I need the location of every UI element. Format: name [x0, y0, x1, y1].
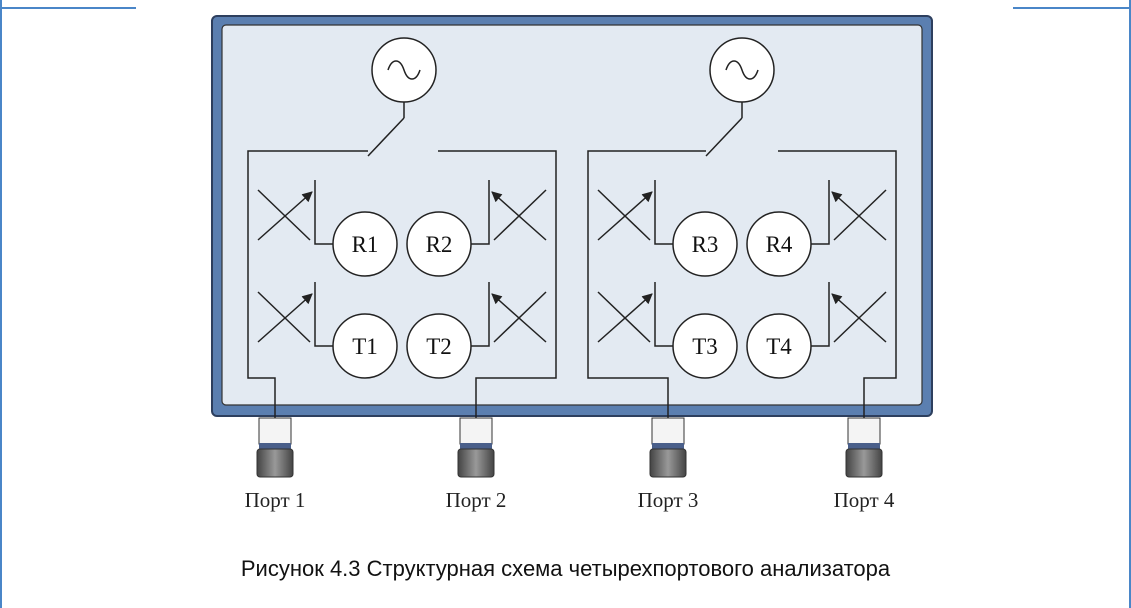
receiver-r2: R2	[406, 211, 472, 277]
svg-text:T4: T4	[766, 334, 792, 359]
receiver-t4: T4	[746, 313, 812, 379]
receiver-t3: T3	[672, 313, 738, 379]
analyzer-panel	[221, 24, 923, 406]
left-signal-network	[247, 102, 557, 420]
right-signal-network	[587, 102, 897, 420]
receiver-t2: T2	[406, 313, 472, 379]
port-label-3: Порт 3	[638, 488, 699, 512]
port-connector-2-icon	[457, 417, 495, 478]
receiver-r3: R3	[672, 211, 738, 277]
svg-text:R4: R4	[766, 232, 793, 257]
port-label-2: Порт 2	[446, 488, 507, 512]
port-connector-3-icon	[649, 417, 687, 478]
svg-text:R1: R1	[352, 232, 379, 257]
signal-source-2-icon	[709, 37, 775, 103]
svg-text:R3: R3	[692, 232, 719, 257]
port-label-1: Порт 1	[245, 488, 306, 512]
port-label-4: Порт 4	[834, 488, 895, 512]
svg-text:T3: T3	[692, 334, 718, 359]
signal-source-1-icon	[371, 37, 437, 103]
receiver-r1: R1	[332, 211, 398, 277]
page-top-rule-left	[0, 7, 136, 9]
svg-text:R2: R2	[426, 232, 453, 257]
svg-text:T2: T2	[426, 334, 452, 359]
analyzer-diagram: R1 R2 R3 R4 T1 T2 T3 T4	[211, 15, 933, 512]
svg-text:T1: T1	[352, 334, 378, 359]
figure-caption: Рисунок 4.3 Структурная схема четырехпор…	[240, 556, 891, 581]
port-connector-1-icon	[256, 417, 294, 478]
port-connector-4-icon	[845, 417, 883, 478]
page-top-rule-right	[1013, 7, 1131, 9]
receiver-r4: R4	[746, 211, 812, 277]
receiver-t1: T1	[332, 313, 398, 379]
